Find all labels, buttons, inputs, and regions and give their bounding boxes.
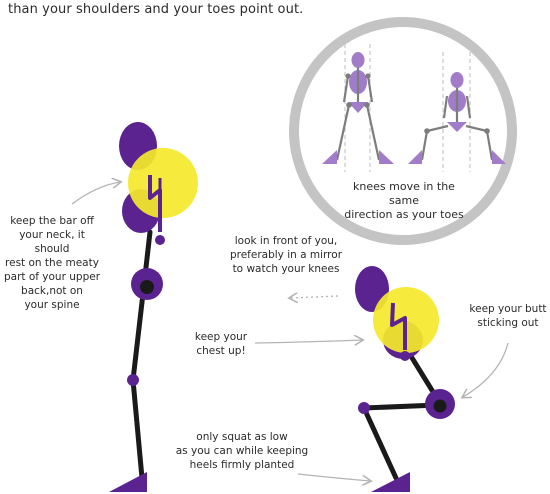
note-chest-up: keep your chest up! bbox=[186, 330, 256, 358]
standing-foot bbox=[109, 472, 147, 492]
inset-caption: knees move in the same direction as your… bbox=[343, 180, 465, 222]
note-squat-low: only squat as low as you can while keepi… bbox=[172, 430, 312, 472]
arrow-look-front bbox=[290, 296, 338, 298]
header-text: than your shoulders and your toes point … bbox=[8, 2, 303, 17]
note-bar-off-neck: keep the bar off your neck, it should re… bbox=[2, 214, 102, 312]
upper-back-highlight bbox=[128, 148, 198, 218]
arrow-heels bbox=[298, 474, 370, 481]
squat-foot bbox=[371, 472, 410, 492]
arrow-chest-up bbox=[255, 340, 362, 343]
note-butt-out: keep your butt sticking out bbox=[466, 302, 550, 330]
arrow-butt-out bbox=[463, 343, 508, 397]
inset-figure-standing bbox=[322, 44, 394, 172]
note-look-front: look in front of you, preferably in a mi… bbox=[224, 234, 348, 276]
arrow-bar-off-neck bbox=[72, 182, 120, 204]
squatting-figure bbox=[355, 266, 455, 492]
